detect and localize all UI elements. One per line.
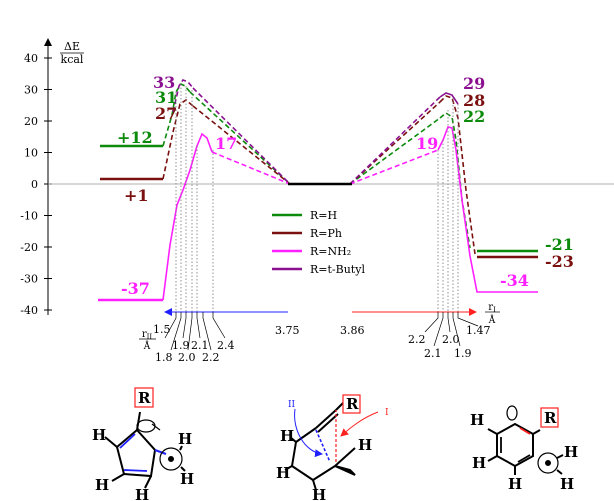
structure-right-r: R xyxy=(544,409,557,427)
structure-left-h-2: H xyxy=(95,476,109,494)
label-nh2-product: -34 xyxy=(500,271,529,290)
legend-label: R=NH₂ xyxy=(310,245,351,258)
y-axis-ticks: 40 30 20 10 0 -10 -20 -30 -40 xyxy=(20,52,52,317)
structure-left-h-3: H xyxy=(135,486,149,501)
label-nh2-ts2: 19 xyxy=(416,134,438,153)
right-label-2-2: 2.2 xyxy=(408,333,426,346)
y-tick-label: 40 xyxy=(24,52,38,65)
label-ph-reactant: +1 xyxy=(124,186,149,205)
label-h-reactant: +12 xyxy=(117,128,153,147)
path-label-ii: II xyxy=(288,400,296,410)
legend-label: R=H xyxy=(310,209,337,222)
label-ph-ts1: 27 xyxy=(155,104,177,123)
left-unit-den: Å xyxy=(143,340,151,352)
vertical-guides xyxy=(175,84,459,312)
y-tick-label: 20 xyxy=(24,115,38,128)
label-tbu-ts2: 29 xyxy=(463,74,485,93)
y-axis-label-num: ΔE xyxy=(64,40,80,53)
structure-middle xyxy=(284,394,379,491)
legend-label: R=t-Butyl xyxy=(310,263,365,276)
label-h-ts2: 22 xyxy=(463,107,485,126)
left-unit-num: rII xyxy=(142,329,153,341)
label-ph-product: -23 xyxy=(545,252,574,271)
path-label-i: I xyxy=(385,408,389,418)
left-label-1-8: 1.8 xyxy=(155,351,173,364)
y-tick-label: 30 xyxy=(24,84,38,97)
label-ph-ts2: 28 xyxy=(463,91,485,110)
structure-right-h-1: H xyxy=(470,411,484,429)
label-nh2-reactant: -37 xyxy=(121,279,150,298)
y-tick-label: 0 xyxy=(31,178,38,191)
structure-middle-h-1: H xyxy=(280,427,294,445)
curve-r-ph xyxy=(100,95,538,259)
y-axis-label-den: kcal xyxy=(61,53,84,66)
energy-curves xyxy=(98,79,538,302)
y-tick-label: -40 xyxy=(20,304,38,317)
structure-middle-h-2: H xyxy=(276,464,290,482)
label-h-ts1: 31 xyxy=(155,88,177,107)
right-label-2-0: 2.0 xyxy=(442,333,460,346)
structure-left-h-1: H xyxy=(92,426,106,444)
left-label-2-2: 2.2 xyxy=(202,351,220,364)
structure-right-h-4: H xyxy=(564,443,578,461)
right-label-3-86: 3.86 xyxy=(340,324,365,337)
y-tick-label: -30 xyxy=(20,273,38,286)
legend: R=H R=PhR=NH₂ R=t-Butyl xyxy=(272,209,365,276)
structure-right-h-3: H xyxy=(508,475,522,493)
y-tick-label: -10 xyxy=(20,210,38,223)
right-unit-num: rI xyxy=(488,302,496,314)
left-label-1-5: 1.5 xyxy=(153,323,171,336)
y-tick-label: 10 xyxy=(24,147,38,160)
left-label-2-1: 2.1 xyxy=(191,339,209,352)
right-label-1-9: 1.9 xyxy=(454,347,472,360)
legend-label: R=Ph xyxy=(310,227,342,240)
structure-right-h-2: H xyxy=(472,454,486,472)
left-label-2-4: 2.4 xyxy=(217,339,235,352)
structure-left-r: R xyxy=(138,389,151,407)
label-h-product: -21 xyxy=(545,235,574,254)
energy-labels: +12 +1 -37 33 31 27 17 29 28 22 19 -21 -… xyxy=(117,73,574,298)
structure-left-h-4: H xyxy=(178,430,192,448)
structure-middle-r: R xyxy=(346,395,359,413)
structure-left-h-5: H xyxy=(180,470,194,488)
bottom-axis: rII Å rI Å 1.5 1.8 1.9 2.0 2.1 2.2 2.4 xyxy=(139,302,500,364)
y-tick-label: -20 xyxy=(20,241,38,254)
curve-r-tbu xyxy=(172,79,459,185)
right-label-2-1: 2.1 xyxy=(424,347,442,360)
structure-middle-h-4: H xyxy=(358,436,372,454)
label-nh2-ts1: 17 xyxy=(215,134,237,153)
left-label-2-0: 2.0 xyxy=(178,351,196,364)
structure-right-atoms: R H H H H H xyxy=(470,409,578,493)
structure-middle-atoms: R H H H H II I xyxy=(276,395,389,501)
structure-left-atoms: R H H H H H xyxy=(92,389,194,501)
right-unit-den: Å xyxy=(488,314,496,326)
left-label-3-75: 3.75 xyxy=(275,324,300,337)
structure-left xyxy=(104,387,186,489)
label-tbu-ts1: 33 xyxy=(153,73,175,92)
structure-right-h-5: H xyxy=(560,475,574,493)
structure-right xyxy=(487,405,564,475)
right-label-1-47: 1.47 xyxy=(466,324,491,337)
y-axis: ΔE kcal 40 30 20 10 0 -10 -20 -30 -40 xyxy=(20,38,84,317)
curve-r-nh2 xyxy=(98,126,538,302)
structure-middle-h-3: H xyxy=(312,486,326,501)
left-label-1-9: 1.9 xyxy=(172,339,190,352)
